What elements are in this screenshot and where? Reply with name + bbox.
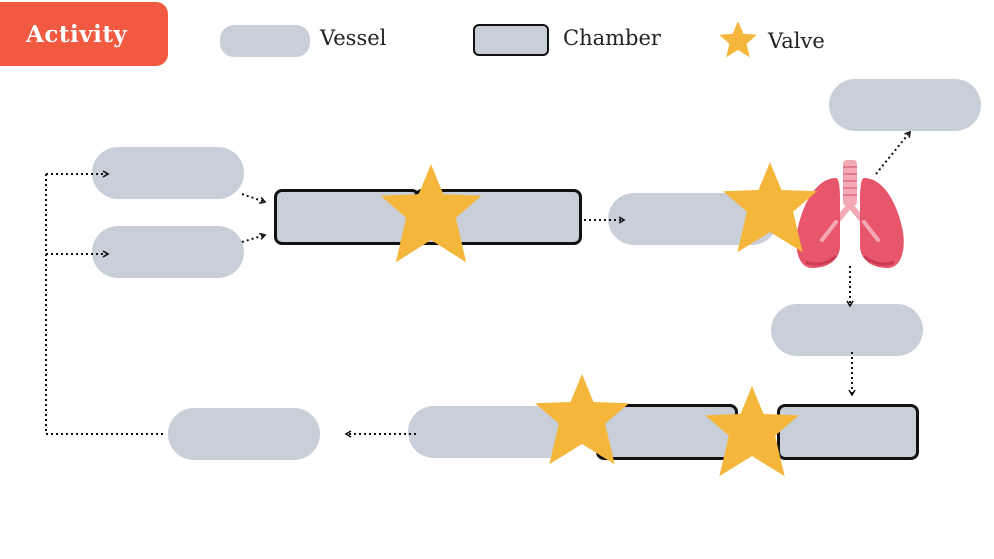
legend-chamber-label: Chamber [563,26,661,50]
vessel-box-middle-left[interactable] [92,226,244,278]
vessel-box-right-middle[interactable] [771,304,923,356]
chamber-box-upper-right-part[interactable] [414,189,582,245]
vessel-box-bottom-left[interactable] [168,408,320,460]
activity-title: Activity [26,20,128,48]
vessel-box-bottom-middle[interactable] [408,406,578,458]
chamber-box-upper-left-part[interactable] [274,189,420,245]
legend-valve-label: Valve [768,29,825,53]
arrow-lungs-to-vessel-top-right [875,130,911,175]
legend-vessel-swatch [220,25,310,57]
chamber-box-bottom-left[interactable] [596,404,738,460]
lungs-icon [796,160,904,268]
arrow-vessel-middle-to-chamber [241,232,267,243]
vessel-box-upper-left[interactable] [92,147,244,199]
vessel-box-top-right[interactable] [829,79,981,131]
chamber-box-bottom-right[interactable] [777,404,919,460]
activity-badge: Activity [0,2,168,66]
legend-vessel-label: Vessel [320,26,387,50]
arrow-vessel-upper-to-chamber [241,193,267,204]
legend-chamber-swatch [473,24,549,56]
legend-valve-star-icon [719,21,757,58]
vessel-box-after-chamber[interactable] [608,193,778,245]
